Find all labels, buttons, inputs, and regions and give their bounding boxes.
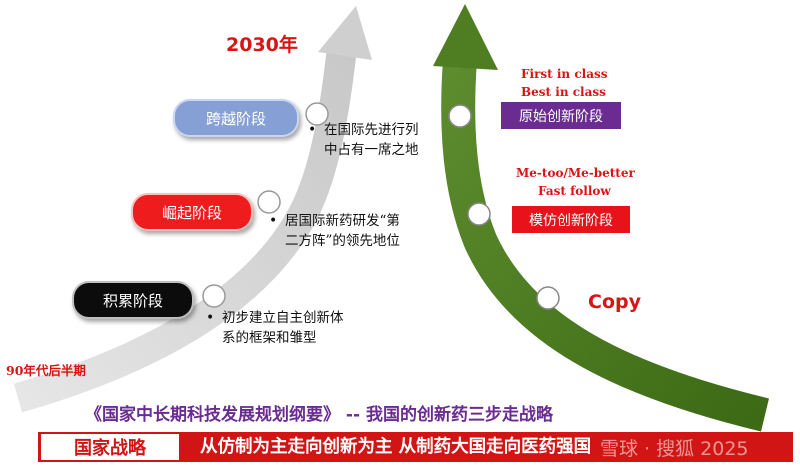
original-innovation-box: 原始创新阶段 [501,102,621,129]
imitative-tag-line2: Fast follow [538,184,611,198]
start-period-label: 90年代后半期 [6,363,86,378]
national-strategy-label: 国家战略 [40,433,180,461]
gray-arrow-body [13,46,357,413]
stage-pill-rise: 崛起阶段 [131,193,253,231]
desc-line: 系的框架和雏型 [222,330,317,346]
desc-line: 二方阵”的领先地位 [285,233,400,249]
desc-line: 居国际新药研发“第 [285,213,400,229]
imitative-innovation-box: 模仿创新阶段 [512,206,630,233]
gray-node-top [305,102,329,126]
stage-desc-rise: • 居国际新药研发“第 二方阵”的领先地位 [269,211,400,251]
green-arrowhead [433,4,498,70]
gray-arrowhead [318,6,372,60]
watermark-text: 雪球 · 搜狐 2025 [600,438,749,460]
gray-node-low [202,284,226,308]
original-tag-line2: Best in class [521,85,606,99]
imitative-tag-line1: Me-too/Me-better [516,166,635,180]
bullet-icon: • [308,122,317,138]
bottom-banner-text: 从仿制为主走向创新为主 从制药大国走向医药强国 [200,437,592,457]
original-tag-line1: First in class [521,67,608,81]
green-node-mid [467,202,491,226]
stage-desc-leap: • 在国际先进行列 中占有一席之地 [308,120,419,160]
stage-pill-leap: 跨越阶段 [173,99,299,137]
stage-desc-accumulate: • 初步建立自主创新体 系的框架和雏型 [206,308,344,348]
green-node-low [536,286,560,310]
desc-line: 中占有一席之地 [324,142,419,158]
bullet-icon: • [206,310,215,326]
strategy-caption: 《国家中长期科技发展规划纲要》 -- 我国的创新药三步走战略 [85,405,553,425]
desc-line: 初步建立自主创新体 [222,310,344,326]
stage-pill-accumulate: 积累阶段 [72,281,194,319]
year-2030-label: 2030年 [226,34,298,56]
copy-label: Copy [588,291,641,313]
bullet-icon: • [269,213,278,229]
desc-line: 在国际先进行列 [324,122,419,138]
gray-node-mid [257,190,281,214]
green-arrow-body [441,58,769,432]
green-node-top [448,104,472,128]
